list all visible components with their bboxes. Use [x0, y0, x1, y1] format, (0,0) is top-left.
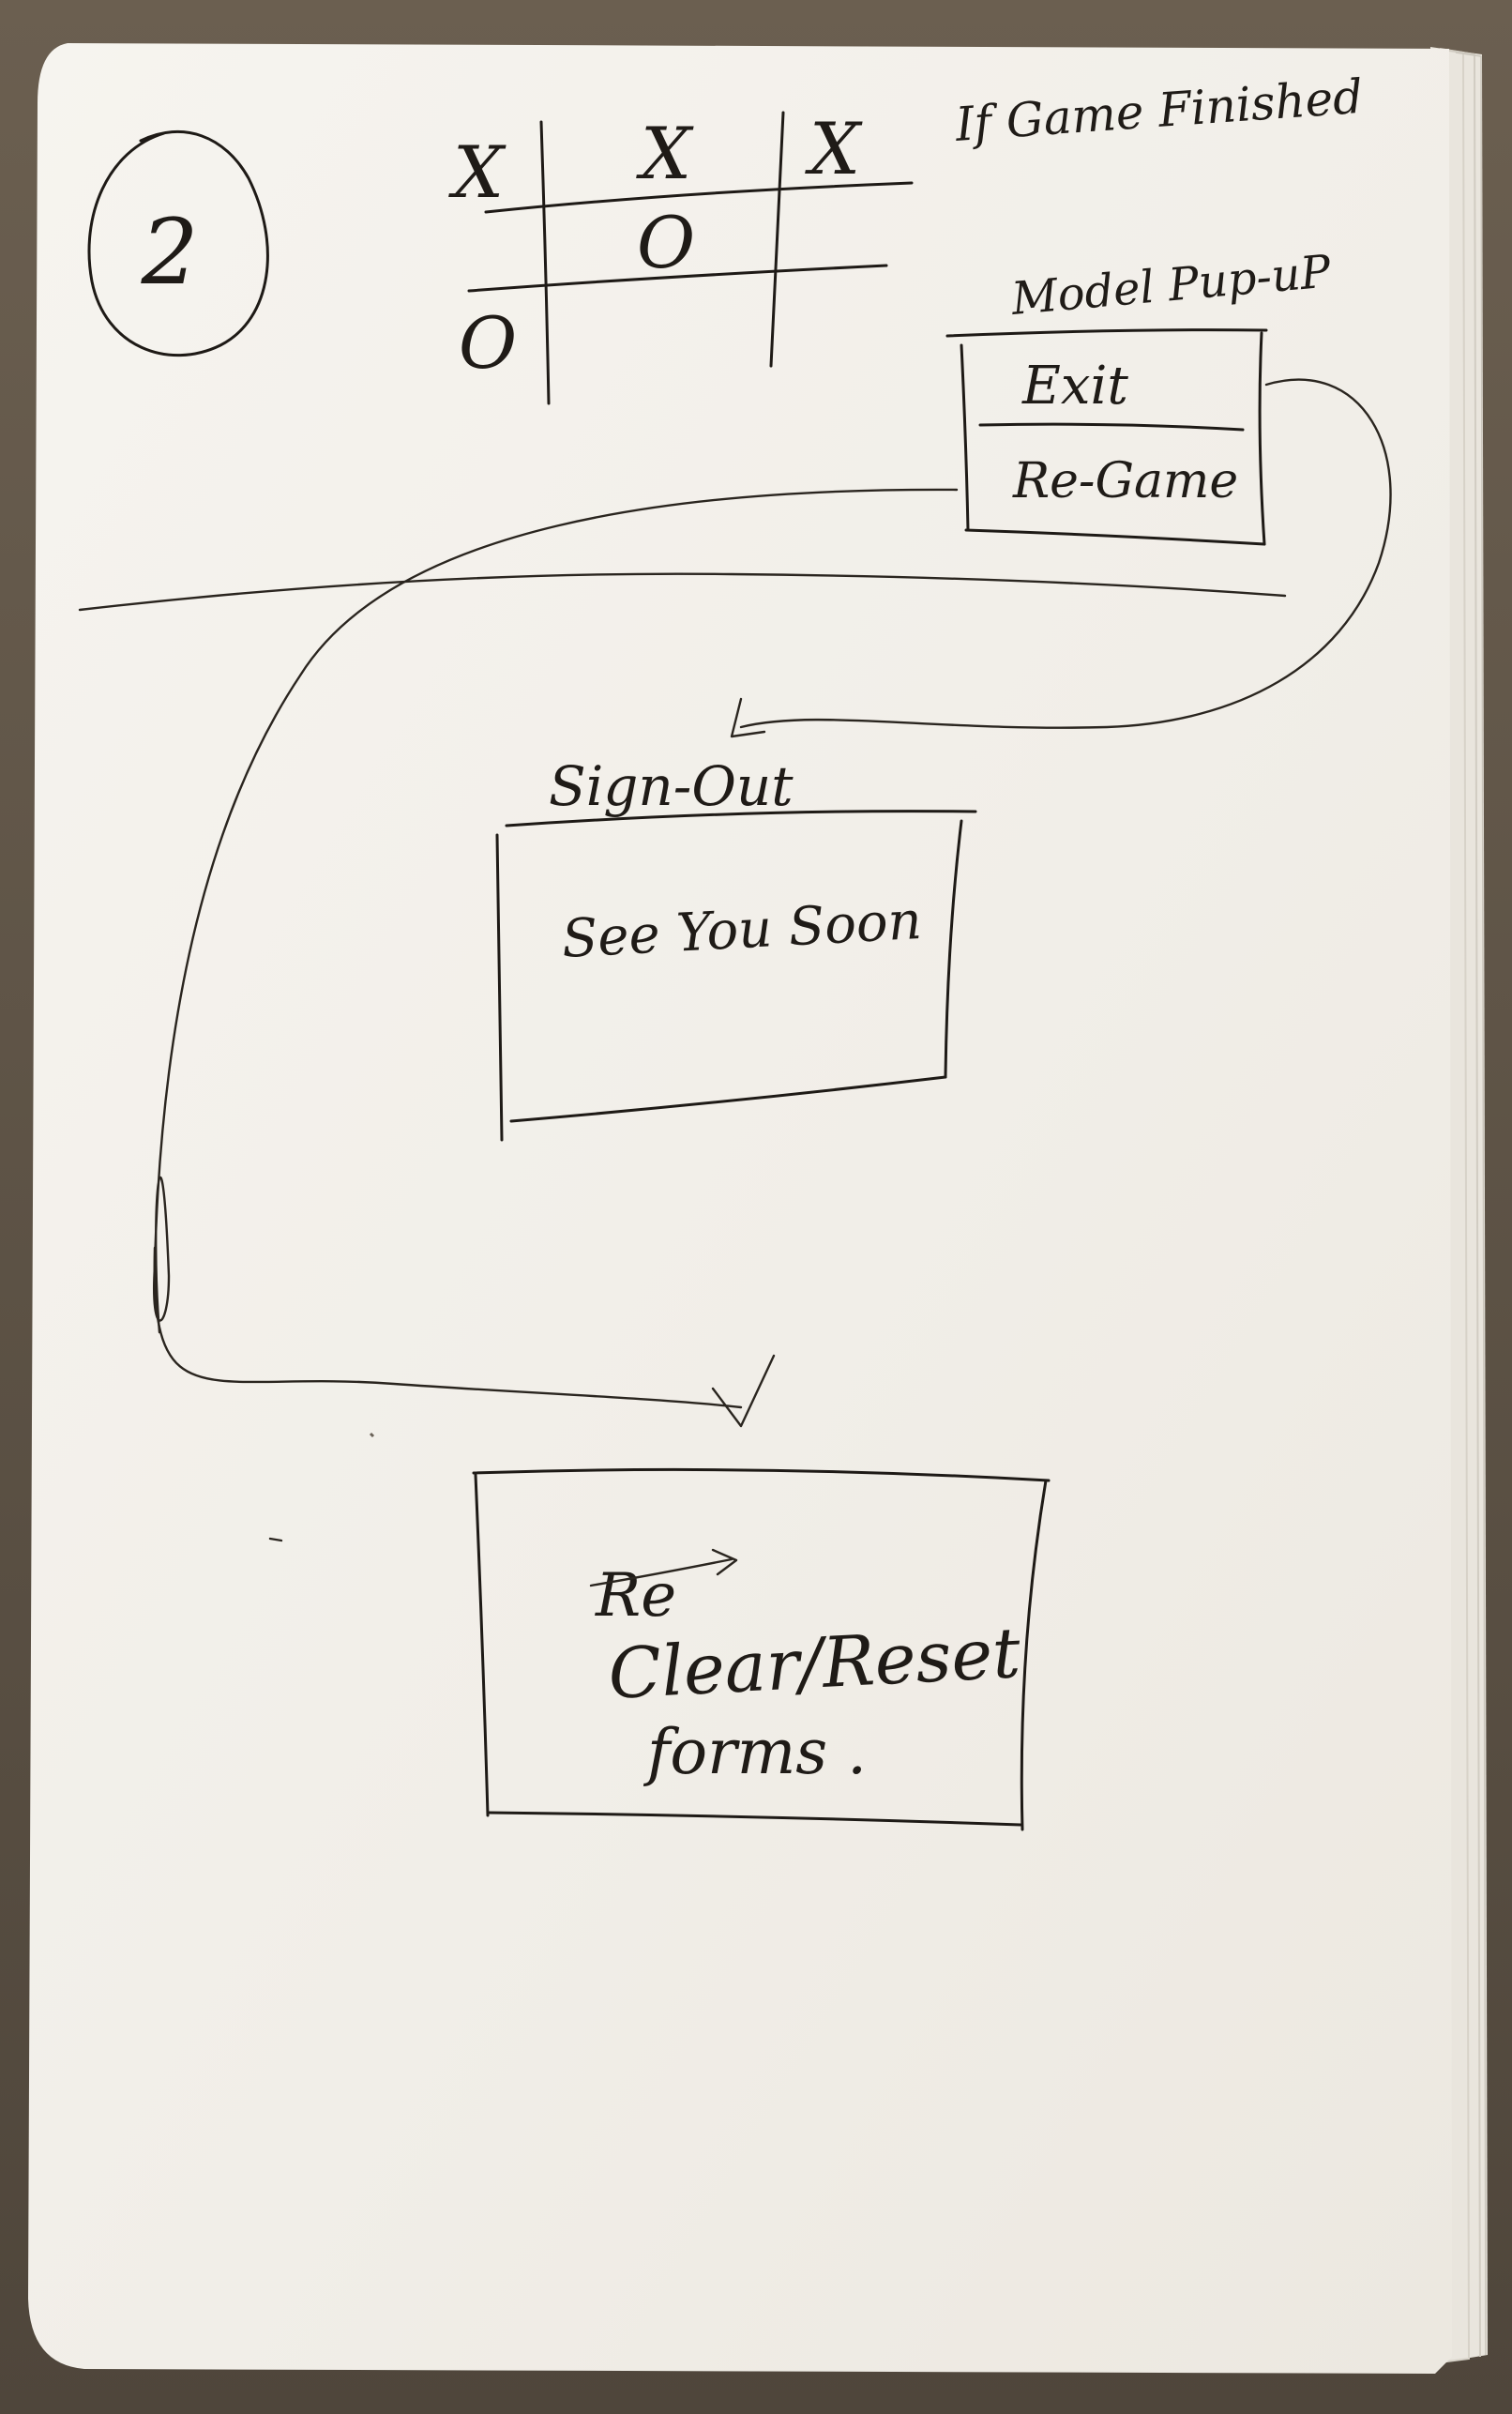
modal-option-exit[interactable]: Exit — [1021, 356, 1128, 417]
stray-ink-mark — [268, 1537, 283, 1542]
board-cell-1: X — [448, 130, 507, 214]
modal-option-regame[interactable]: Re-Game — [1012, 453, 1238, 509]
stray-ink-mark-2 — [369, 1432, 375, 1438]
signout-screen-box — [495, 810, 977, 1142]
reset-screen-box — [472, 1467, 1051, 1831]
board-cell-5: O — [637, 201, 695, 284]
modal-popup — [945, 328, 1268, 546]
board-line-v2 — [769, 111, 785, 368]
arrow-head-signout — [730, 697, 766, 738]
arrow-head-reset — [711, 1354, 776, 1428]
arrow-regame-to-reset — [153, 488, 959, 1334]
board-cell-7: O — [459, 301, 517, 385]
paper-page — [28, 43, 1452, 2374]
board-line-h1 — [484, 181, 914, 214]
reset-message-line2: forms . — [643, 1716, 867, 1788]
page-number-badge: 2 — [87, 129, 269, 357]
page-number-label: 2 — [140, 200, 198, 305]
arrow-regame-to-reset-lower — [153, 1246, 743, 1409]
board-line-h2 — [467, 264, 888, 293]
board-cell-3: X — [805, 107, 863, 190]
signout-title: Sign-Out — [549, 754, 794, 818]
board-line-v1 — [539, 120, 551, 405]
arrow-exit-to-signout — [739, 378, 1392, 729]
tic-tac-toe-board — [467, 111, 914, 405]
board-cell-2: X — [636, 112, 694, 195]
board-cells: X X X O O — [448, 107, 863, 385]
section-divider-line — [78, 572, 1287, 612]
reset-struck-text: Re — [589, 1548, 738, 1631]
